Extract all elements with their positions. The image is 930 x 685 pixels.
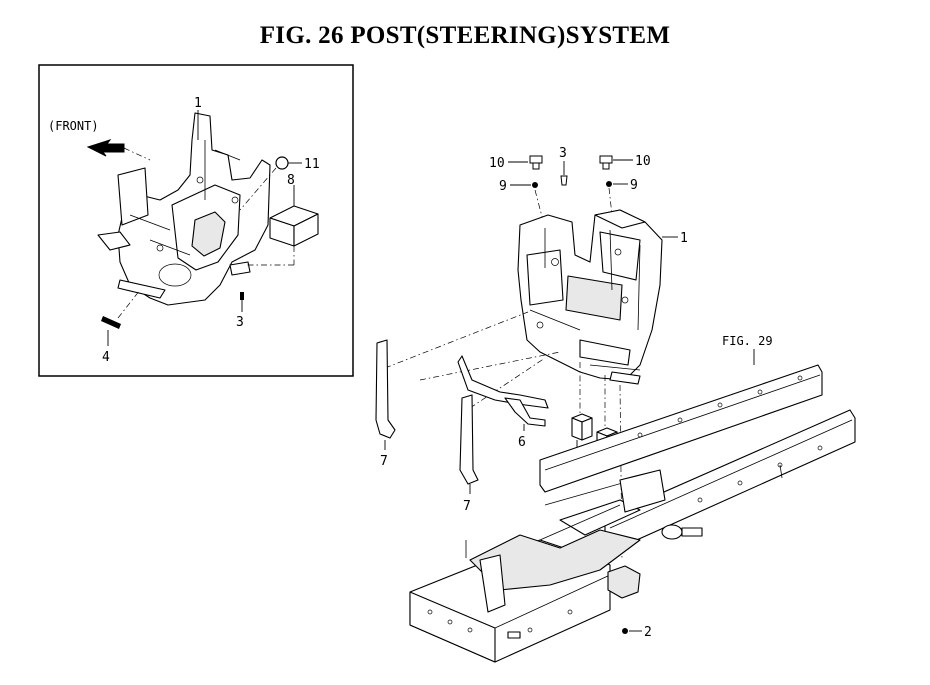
callout-3-main: 3 [559, 146, 567, 161]
callout-8: 8 [287, 173, 295, 188]
part-5-block-left [571, 413, 593, 441]
part-2-nut [622, 628, 628, 634]
main-exploded-view: 10 3 10 9 9 [375, 146, 856, 663]
callout-2: 2 [644, 625, 652, 640]
part-4-bolt [101, 289, 141, 329]
figure-title: FIG. 26 POST(STEERING)SYSTEM [259, 22, 671, 49]
part-10-cap-right [599, 155, 613, 170]
inset-post-frame-drawing [97, 112, 271, 306]
part-3-pin-main [560, 175, 568, 186]
part-3-pin-inset [240, 292, 244, 300]
callout-1-main: 1 [680, 231, 688, 246]
chassis-frame-drawing [409, 364, 856, 663]
front-arrow-icon [86, 139, 151, 161]
callout-4: 4 [102, 350, 110, 365]
part-7-cover-left [375, 339, 396, 439]
inset-detail-view: (FRONT) [38, 64, 354, 377]
callout-9-right: 9 [630, 178, 638, 193]
part-7-cover-right [459, 394, 479, 485]
figure-reference-label: FIG. 29 [722, 334, 773, 348]
part-9-washer-left [532, 182, 538, 188]
callout-11: 11 [304, 157, 320, 172]
front-label: (FRONT) [48, 119, 99, 133]
main-post-frame-drawing [517, 209, 663, 385]
callout-10-left: 10 [489, 156, 505, 171]
callout-6: 6 [518, 435, 526, 450]
part-9-washer-right [606, 181, 612, 187]
callout-3-inset: 3 [236, 315, 244, 330]
callout-9-left: 9 [499, 179, 507, 194]
callout-7-left: 7 [380, 454, 388, 469]
callout-7-right: 7 [463, 499, 471, 514]
part-10-cap-left [529, 155, 543, 170]
callout-1-inset: 1 [194, 96, 202, 111]
part-6-bracket [457, 355, 549, 427]
part-11-ring [275, 156, 289, 170]
callout-10-right: 10 [635, 154, 651, 169]
